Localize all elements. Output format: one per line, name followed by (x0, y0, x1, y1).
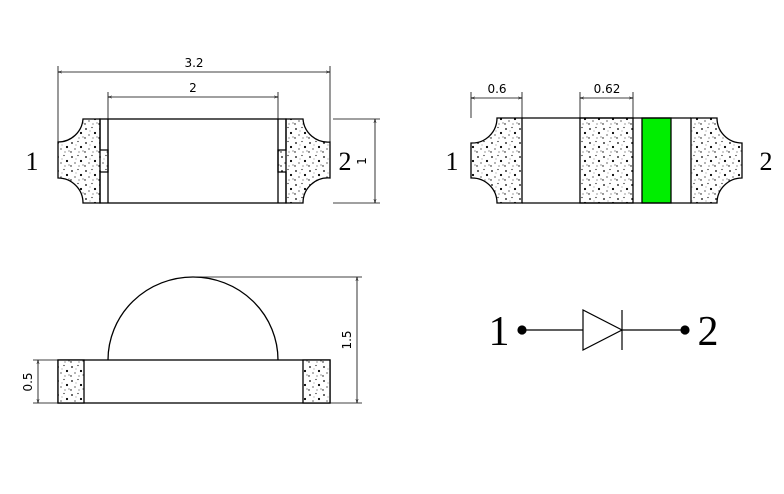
dim-lens-label: 2 (189, 81, 197, 95)
dim-base-label: 0.5 (21, 372, 35, 391)
bottom-pin1-label: 1 (446, 147, 459, 176)
polarity-mark (641, 117, 672, 204)
dim-pad-label: 0.6 (487, 82, 506, 96)
diode-schematic (517, 309, 690, 351)
right-pad (690, 117, 743, 204)
diode-triangle-icon (582, 309, 624, 351)
schematic-pin1-label: 1 (489, 309, 510, 355)
dim-width-label: 1 (355, 157, 369, 165)
dome-lens (107, 276, 279, 361)
cathode-terminal-dot (680, 325, 690, 335)
dim-length-label: 3.2 (184, 56, 203, 70)
top-view (57, 66, 380, 204)
left-terminal (57, 359, 85, 404)
side-view (33, 276, 362, 404)
bottom-pin2-label: 2 (760, 147, 773, 176)
right-terminal (302, 359, 331, 404)
dim-strip-label: 0.62 (594, 82, 621, 96)
left-pad (470, 117, 523, 204)
package-base (57, 359, 331, 404)
top-pin1-label: 1 (26, 147, 39, 176)
top-pin2-label: 2 (339, 147, 352, 176)
package-body (99, 118, 287, 204)
dim-height-label: 1.5 (340, 330, 354, 349)
bottom-view (470, 92, 743, 204)
schematic-pin2-label: 2 (698, 309, 719, 355)
thermal-strip (579, 117, 634, 204)
